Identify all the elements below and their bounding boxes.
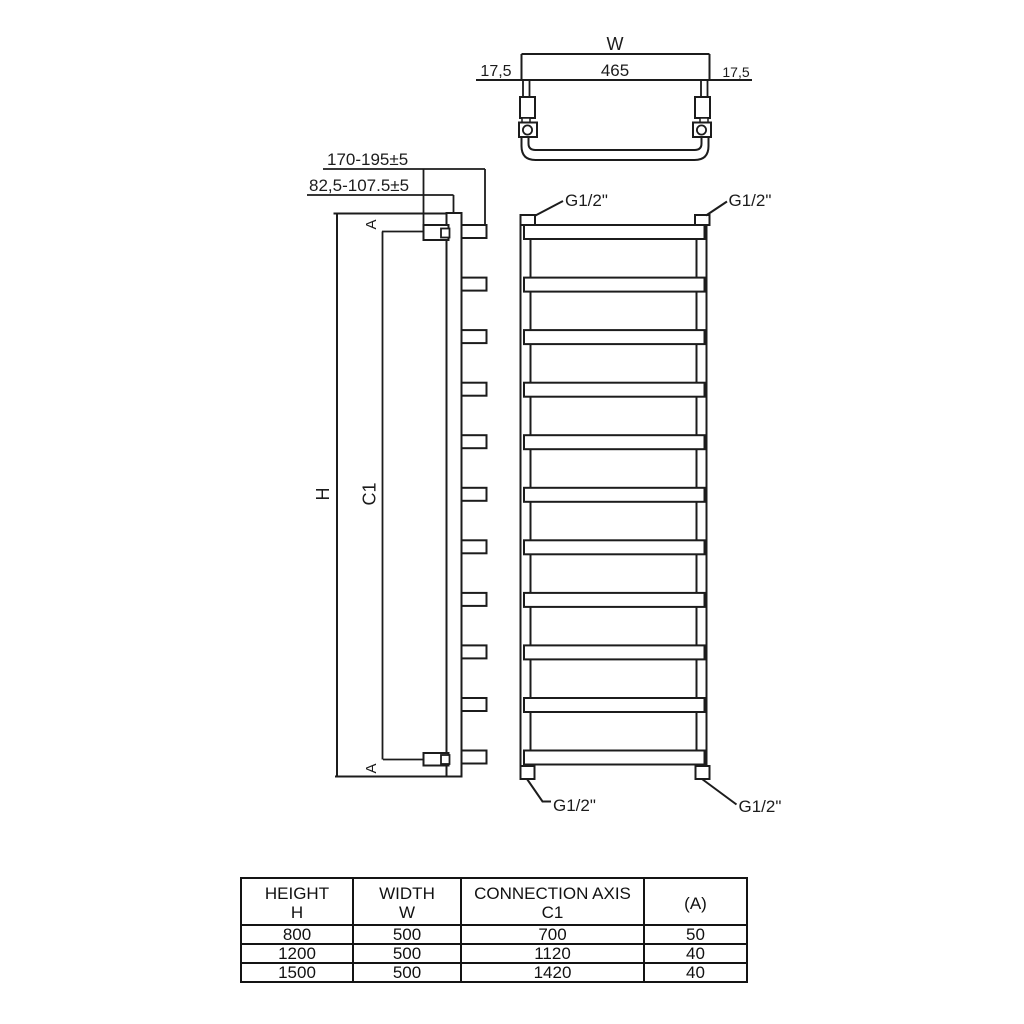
cell-width: 500: [352, 924, 462, 945]
header-height: HEIGHT H: [240, 877, 354, 926]
header-connection-axis-title: CONNECTION AXIS: [474, 884, 631, 903]
leader-bottom-left: [526, 778, 551, 803]
cell-width: 500: [352, 962, 462, 983]
side-view: 170-195±5 82,5-107.5±5 H C1 A A: [307, 150, 488, 778]
dim-overall-width-label: W: [607, 34, 624, 54]
crossbar-stub: [460, 486, 488, 502]
dim-connection-axis-label: C1: [360, 482, 380, 505]
fitting-bottom-right: [694, 765, 711, 780]
cell-height: 800: [240, 924, 354, 945]
dim-margin-left-value: 17,5: [480, 63, 511, 80]
crossbar: [523, 381, 706, 398]
crossbar: [523, 434, 706, 451]
dim-connection-axis-line: [381, 230, 424, 761]
union-port-right: [696, 124, 708, 136]
header-height-title: HEIGHT: [264, 884, 330, 903]
table-header-row: HEIGHT H WIDTH W CONNECTION AXIS C1 (A): [240, 877, 748, 926]
crossbar-stubs: [460, 224, 488, 765]
table-row: 1200 500 1120 40: [240, 943, 748, 964]
cell-a: 40: [643, 962, 748, 983]
cell-height: 1500: [240, 962, 354, 983]
valve-body-left: [519, 96, 536, 119]
cell-connection-axis: 1420: [460, 962, 645, 983]
wall-bracket-bottom-clamp: [440, 754, 451, 765]
crossbar: [523, 591, 706, 608]
header-connection-axis-symbol: C1: [541, 903, 564, 922]
dim-axis-distance-label: 82,5-107.5±5: [309, 176, 409, 195]
header-a: (A): [643, 877, 748, 926]
dim-height-line: [333, 212, 462, 778]
axis-marker-bottom: A: [363, 763, 380, 773]
crossbar-stub: [460, 224, 488, 239]
crossbar: [523, 486, 706, 503]
crossbar-stub: [460, 697, 488, 712]
crossbar-stub: [460, 749, 488, 765]
connection-pipes: [522, 80, 709, 97]
fitting-top-right: [694, 214, 711, 226]
table-row: 1500 500 1420 40: [240, 962, 748, 983]
crossbar: [523, 329, 706, 346]
top-view: W 465 17,5 17,5: [476, 34, 752, 161]
leader-bottom-right: [701, 778, 738, 806]
thread-label-bottom-left: G1/2": [553, 796, 596, 815]
crossbar-stub: [460, 276, 488, 292]
cell-a: 40: [643, 943, 748, 964]
crossbar: [523, 224, 706, 240]
axis-marker-top: A: [363, 219, 380, 229]
cell-height: 1200: [240, 943, 354, 964]
thread-label-top-right: G1/2": [729, 191, 772, 210]
crossbar-stub: [460, 539, 488, 555]
thread-label-top-left: G1/2": [565, 191, 608, 210]
front-view: G1/2" G1/2" G1/2" G1/2": [519, 191, 782, 816]
crossbar: [523, 644, 706, 661]
cell-connection-axis: 700: [460, 924, 645, 945]
header-width-symbol: W: [398, 903, 416, 922]
header-width: WIDTH W: [352, 877, 462, 926]
tube-bend-inner: [527, 137, 703, 151]
leader-top-left: [534, 200, 564, 217]
crossbar-stub: [460, 644, 488, 660]
header-height-symbol: H: [290, 903, 304, 922]
crossbar-stub: [460, 434, 488, 450]
crossbar-stub: [460, 381, 488, 397]
dim-height-label: H: [313, 488, 333, 501]
cell-connection-axis: 1120: [460, 943, 645, 964]
dim-inner-width-value: 465: [601, 61, 629, 80]
tube-bend-outer: [520, 137, 710, 161]
valve-body-right: [694, 96, 711, 119]
dim-wall-distance-label: 170-195±5: [327, 150, 408, 169]
fitting-bottom-left: [519, 765, 536, 780]
wall-bracket-top-clamp: [440, 227, 451, 239]
fitting-top-left: [519, 214, 536, 226]
crossbar: [523, 539, 706, 556]
header-a-title: (A): [684, 893, 707, 913]
dim-margin-right-value: 17,5: [722, 64, 749, 80]
header-connection-axis: CONNECTION AXIS C1: [460, 877, 645, 926]
cell-width: 500: [352, 943, 462, 964]
dimensions-table: HEIGHT H WIDTH W CONNECTION AXIS C1 (A) …: [240, 877, 748, 983]
union-port-left: [522, 124, 534, 136]
dim-extension-lines: [422, 169, 486, 226]
crossbar-stub: [460, 591, 488, 607]
thread-label-bottom-right: G1/2": [739, 797, 782, 816]
collector-tube-side: [445, 212, 463, 778]
cell-a: 50: [643, 924, 748, 945]
dim-overall-width-line: [520, 53, 711, 80]
crossbar: [523, 697, 706, 713]
crossbars: [523, 224, 706, 766]
crossbar-stub: [460, 329, 488, 345]
crossbar: [523, 276, 706, 293]
leader-top-right: [705, 200, 728, 217]
header-width-title: WIDTH: [379, 884, 435, 903]
table-row: 800 500 700 50: [240, 924, 748, 945]
crossbar: [523, 749, 706, 766]
